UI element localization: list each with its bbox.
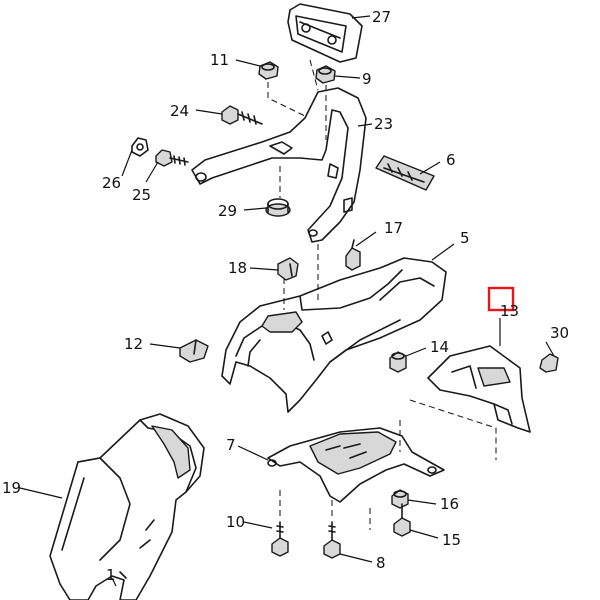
part-17-clip (345, 239, 361, 271)
part-30-clip (539, 353, 559, 373)
assembly-line (409, 399, 497, 460)
callout-15: 15 (442, 531, 461, 549)
callout-12: 12 (124, 335, 143, 353)
callout-8: 8 (376, 554, 386, 572)
callout-23: 23 (374, 115, 393, 133)
callout-7: 7 (226, 436, 236, 454)
part-11-nut (258, 61, 279, 80)
callout-10: 10 (226, 513, 245, 531)
part-15-screw (393, 503, 411, 537)
part-16-nut (391, 489, 409, 509)
part-19-inner-fender (49, 413, 205, 600)
part-10-screw (271, 521, 289, 557)
part-7-lower-cover (267, 427, 445, 503)
part-18-clip (277, 257, 299, 281)
callout-30: 30 (550, 324, 569, 342)
highlight-box (487, 286, 515, 312)
part-24-bolt (221, 105, 263, 125)
part-27-grab-block (287, 3, 363, 63)
callout-17: 17 (384, 219, 403, 237)
callout-29: 29 (218, 202, 237, 220)
assembly-line (309, 59, 319, 91)
callout-6: 6 (446, 151, 456, 169)
callout-18: 18 (228, 259, 247, 277)
callout-25: 25 (132, 186, 151, 204)
part-12-cap (179, 339, 209, 363)
callout-1: 1 (106, 566, 116, 584)
callout-19: 19 (2, 479, 21, 497)
callout-26: 26 (102, 174, 121, 192)
callout-11: 11 (210, 51, 229, 69)
part-23-grab-bar (191, 87, 367, 243)
callout-16: 16 (440, 495, 459, 513)
part-26-washer (131, 137, 149, 157)
part-25-screw (155, 149, 189, 167)
callout-13: 13 (500, 302, 519, 320)
part-29-grommet (265, 198, 291, 217)
callout-27: 27 (372, 8, 391, 26)
part-8-screw (323, 521, 341, 559)
callout-24: 24 (170, 102, 189, 120)
callout-9: 9 (362, 70, 372, 88)
part-5-rear-fender (221, 257, 447, 413)
assembly-line (267, 82, 306, 117)
leader-lines (19, 15, 555, 587)
part-9-nut (315, 65, 336, 84)
part-13-tail-bracket (427, 345, 531, 433)
callout-14: 14 (430, 338, 449, 356)
callout-5: 5 (460, 229, 470, 247)
part-6-emblem (375, 155, 435, 191)
callout-labels: 27 11 9 24 23 6 26 25 29 17 5 18 13 30 1… (2, 8, 569, 584)
part-14-grommet (389, 351, 407, 373)
